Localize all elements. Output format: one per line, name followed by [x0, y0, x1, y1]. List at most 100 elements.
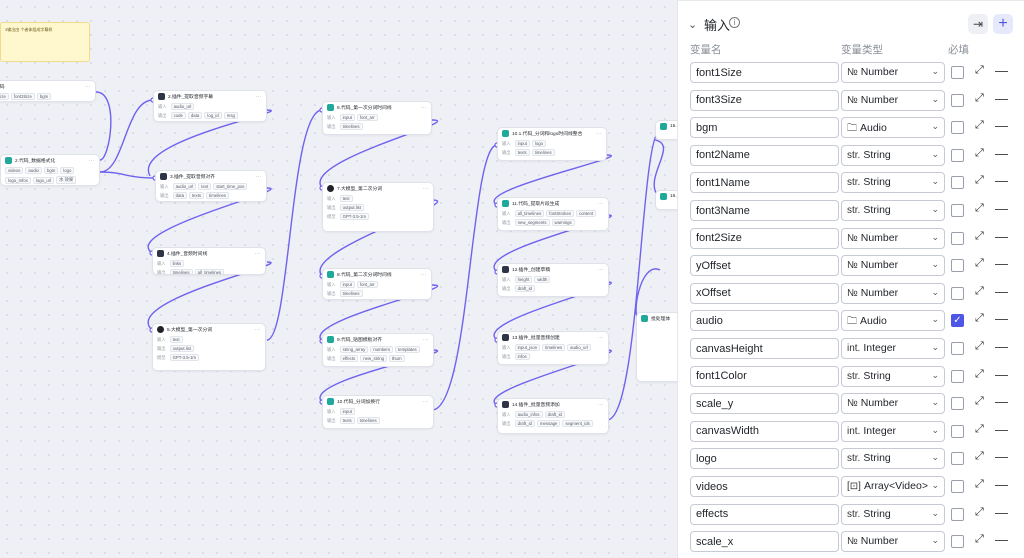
expand-icon[interactable]: ⤢ [975, 229, 984, 242]
expand-icon[interactable]: ⤢ [975, 395, 984, 408]
required-checkbox[interactable] [951, 369, 964, 383]
info-icon[interactable]: i [729, 17, 740, 28]
required-checkbox[interactable] [951, 121, 964, 135]
required-checkbox[interactable] [951, 342, 964, 355]
variable-name-input[interactable] [690, 89, 839, 111]
sticky-note[interactable]: 3输出由 个者体组成字幕样 [0, 22, 90, 62]
expand-icon[interactable]: ⤢ [975, 312, 984, 325]
more-options-icon[interactable]: ··· [422, 398, 429, 405]
more-options-icon[interactable]: ··· [255, 93, 262, 100]
expand-icon[interactable]: ⤢ [975, 91, 984, 104]
variable-type-select[interactable]: str.String⌄ [841, 172, 945, 194]
required-checkbox[interactable] [951, 176, 964, 190]
variable-type-select[interactable]: str.String⌄ [841, 503, 945, 525]
remove-variable-icon[interactable]: — [995, 283, 1008, 299]
remove-variable-icon[interactable]: — [995, 366, 1008, 382]
expand-icon[interactable]: ⤢ [975, 202, 984, 214]
more-options-icon[interactable]: ··· [595, 130, 602, 137]
variable-type-select[interactable]: 🗀Audio⌄ [841, 310, 945, 332]
remove-variable-icon[interactable]: — [995, 504, 1008, 520]
variable-name-input[interactable] [690, 338, 839, 359]
remove-variable-icon[interactable]: — [995, 477, 1008, 492]
more-options-icon[interactable]: ··· [255, 173, 262, 180]
required-checkbox[interactable] [951, 148, 964, 162]
more-options-icon[interactable]: ··· [84, 83, 91, 90]
more-options-icon[interactable]: ··· [597, 200, 604, 207]
more-options-icon[interactable]: ··· [597, 401, 604, 408]
expand-icon[interactable]: ⤢ [975, 174, 984, 187]
variable-name-input[interactable] [690, 172, 839, 194]
more-options-icon[interactable]: ··· [88, 157, 95, 164]
remove-variable-icon[interactable]: — [995, 256, 1008, 272]
remove-variable-icon[interactable]: — [995, 90, 1008, 106]
remove-variable-icon[interactable]: — [995, 173, 1008, 189]
required-checkbox[interactable] [951, 424, 964, 438]
variable-type-select[interactable]: str.String⌄ [841, 448, 945, 470]
remove-variable-icon[interactable]: — [995, 145, 1008, 161]
variable-type-select[interactable]: str.String⌄ [841, 144, 945, 166]
more-options-icon[interactable]: ··· [422, 336, 429, 343]
expand-icon[interactable]: ⤢ [975, 64, 984, 76]
required-checkbox[interactable] [951, 397, 964, 411]
expand-icon[interactable]: ⤢ [975, 533, 984, 546]
remove-variable-icon[interactable]: — [995, 228, 1008, 244]
variable-name-input[interactable] [690, 476, 839, 497]
remove-variable-icon[interactable]: — [995, 339, 1008, 354]
variable-name-input[interactable] [690, 365, 839, 387]
variable-name-input[interactable] [690, 62, 839, 83]
expand-icon[interactable]: ⤢ [975, 450, 984, 463]
required-checkbox[interactable] [951, 204, 964, 217]
variable-name-input[interactable] [690, 282, 839, 304]
variable-name-input[interactable] [690, 503, 839, 525]
required-checkbox[interactable] [951, 231, 964, 245]
more-options-icon[interactable]: ··· [254, 326, 261, 333]
expand-icon[interactable]: ⤢ [975, 505, 984, 518]
expand-icon[interactable]: ⤢ [975, 340, 984, 352]
variable-name-input[interactable] [690, 310, 839, 332]
variable-type-select[interactable]: str.String⌄ [841, 365, 945, 387]
required-checkbox[interactable] [951, 535, 964, 549]
remove-variable-icon[interactable]: — [995, 421, 1008, 437]
required-checkbox[interactable] [951, 480, 964, 493]
more-options-icon[interactable]: ··· [597, 334, 604, 341]
workflow-canvas[interactable]: 3输出由 个者体组成字幕样 代码···font1Sizefont3Sizebgm… [0, 0, 677, 558]
required-checkbox[interactable] [951, 452, 964, 466]
more-options-icon[interactable]: ··· [420, 104, 427, 111]
more-options-icon[interactable]: ··· [420, 271, 427, 278]
required-checkbox[interactable] [951, 507, 964, 521]
import-button[interactable]: ⇥ [968, 14, 988, 34]
variable-type-select[interactable]: 🗀Audio⌄ [841, 117, 945, 139]
variable-type-select[interactable]: int.Integer⌄ [841, 338, 945, 359]
variable-type-select[interactable]: int.Integer⌄ [841, 420, 945, 442]
workflow-node[interactable]: 15.··· [655, 120, 677, 140]
required-checkbox[interactable] [951, 259, 964, 273]
remove-variable-icon[interactable]: — [995, 532, 1008, 548]
variable-name-input[interactable] [690, 420, 839, 442]
variable-name-input[interactable] [690, 144, 839, 166]
add-variable-button[interactable]: + [993, 14, 1013, 34]
more-options-icon[interactable]: ··· [422, 185, 429, 192]
remove-variable-icon[interactable]: — [995, 118, 1008, 134]
variable-name-input[interactable] [690, 448, 839, 470]
variable-name-input[interactable] [690, 117, 839, 139]
workflow-node[interactable]: 16.··· [655, 190, 677, 210]
remove-variable-icon[interactable]: — [995, 201, 1008, 216]
expand-icon[interactable]: ⤢ [975, 478, 984, 490]
expand-icon[interactable]: ⤢ [975, 119, 984, 132]
